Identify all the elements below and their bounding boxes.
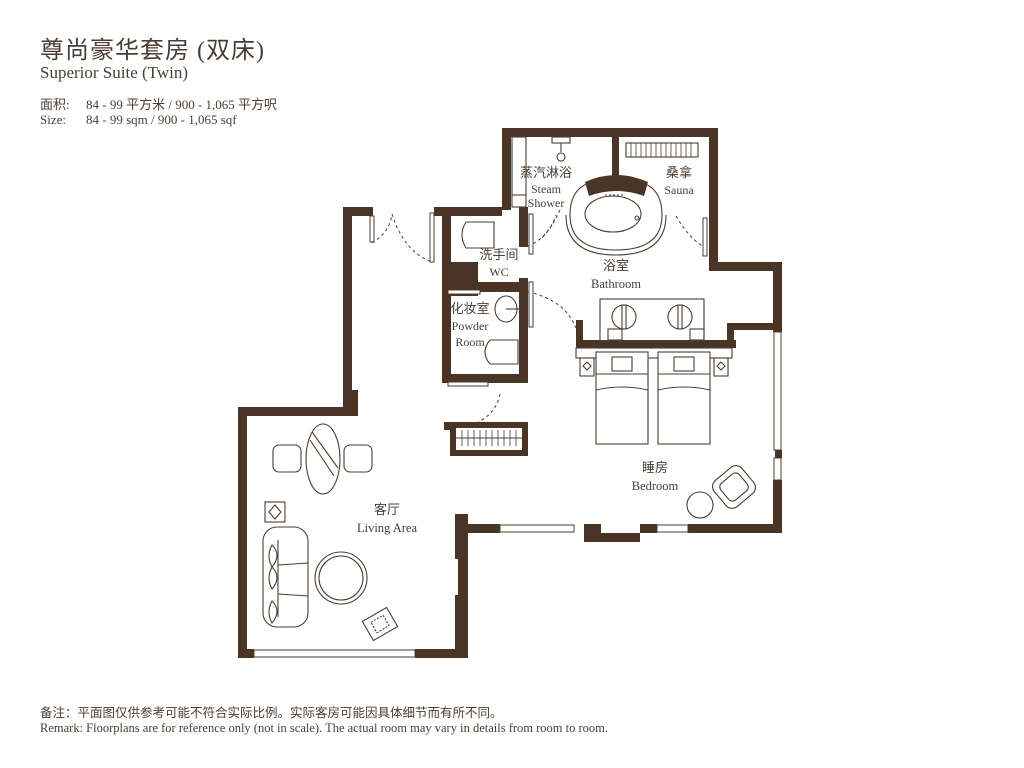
label-living-area-en: Living Area [357,521,418,535]
size-english-value: 84 - 99 sqm / 900 - 1,065 sqf [86,112,237,127]
label-wc-en: WC [489,265,508,279]
size-english-label: Size: [40,112,66,127]
remark-chinese: 备注：平面图仅供参考可能不符合实际比例。实际客房可能因具体细节而有所不同。 [40,706,503,720]
label-powder-room-en2: Room [455,335,485,349]
windows [253,331,782,658]
fixtures [456,136,705,446]
title-english: Superior Suite (Twin) [40,63,189,82]
door-leaves [369,212,708,387]
walls [238,128,782,658]
bedroom-armchair [686,465,756,519]
label-steam-shower-en2: Shower [528,196,565,210]
label-sauna-cn: 桑拿 [666,165,692,180]
size-chinese-value: 84 - 99 平方米 / 900 - 1,065 平方呎 [86,97,278,112]
title-chinese: 尊尚豪华套房 (双床) [40,38,265,64]
label-wc-cn: 洗手间 [479,247,518,262]
living-furniture [262,423,399,642]
label-bathroom-cn: 浴室 [603,258,629,273]
sauna-slats [630,143,692,157]
remark-english: Remark: Floorplans are for reference onl… [40,721,608,735]
door-swings [371,209,707,429]
label-sauna-en: Sauna [664,183,694,197]
size-chinese-label: 面积: [40,97,70,112]
room-labels: 蒸汽淋浴 Steam Shower 桑拿 Sauna 洗手间 WC 浴室 Bat… [357,165,694,535]
twin-beds [575,347,733,445]
label-powder-room-en1: Powder [452,319,489,333]
label-bedroom-en: Bedroom [632,479,679,493]
label-steam-shower-cn: 蒸汽淋浴 [520,165,572,180]
label-living-area-cn: 客厅 [374,502,400,517]
label-powder-room-cn: 化妆室 [450,301,489,316]
label-bedroom-cn: 睡房 [642,460,668,475]
label-bathroom-en: Bathroom [591,277,641,291]
label-steam-shower-en1: Steam [531,182,562,196]
size-chinese: 面积: 84 - 99 平方米 / 900 - 1,065 平方呎 [40,94,277,113]
size-english: Size: 84 - 99 sqm / 900 - 1,065 sqf [40,112,237,128]
